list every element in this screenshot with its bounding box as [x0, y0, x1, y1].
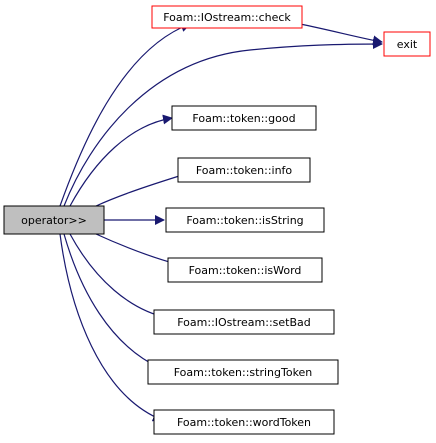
edge-operator-to-exit	[63, 39, 383, 207]
node-operator-label: operator>>	[21, 214, 87, 227]
edge-operator-to-token-stringtoken	[63, 233, 161, 369]
node-token-wordtoken-label: Foam::token::wordToken	[177, 416, 311, 429]
node-token-good[interactable]: Foam::token::good	[171, 105, 317, 131]
node-iostream-check[interactable]: Foam::IOstream::check	[151, 5, 303, 29]
node-token-isword-label: Foam::token::isWord	[189, 264, 302, 277]
node-token-info-label: Foam::token::info	[196, 164, 293, 177]
node-operator[interactable]: operator>>	[3, 205, 105, 235]
node-token-good-label: Foam::token::good	[192, 112, 295, 125]
node-token-stringtoken[interactable]: Foam::token::stringToken	[147, 359, 339, 385]
edges	[59, 22, 383, 422]
edge-operator-to-token-wordtoken	[59, 233, 163, 422]
node-iostream-check-label: Foam::IOstream::check	[163, 11, 291, 24]
node-token-isword[interactable]: Foam::token::isWord	[167, 257, 323, 283]
node-token-isstring[interactable]: Foam::token::isString	[165, 207, 325, 233]
edge-operator-to-iostream-check	[59, 22, 191, 207]
node-token-wordtoken[interactable]: Foam::token::wordToken	[153, 409, 335, 435]
edge-operator-to-token-good	[69, 114, 173, 207]
node-token-isstring-label: Foam::token::isString	[186, 214, 303, 227]
node-exit-label: exit	[397, 38, 418, 51]
node-exit[interactable]: exit	[383, 31, 431, 57]
nodes: operator>> Foam::IOstream::check exit Fo…	[3, 5, 431, 435]
node-token-info[interactable]: Foam::token::info	[177, 157, 311, 183]
node-iostream-setbad-label: Foam::IOstream::setBad	[177, 316, 310, 329]
node-iostream-setbad[interactable]: Foam::IOstream::setBad	[153, 309, 335, 335]
node-token-stringtoken-label: Foam::token::stringToken	[174, 366, 313, 379]
edge-iostream-check-to-exit	[299, 23, 383, 46]
edge-operator-to-iostream-setbad	[69, 233, 169, 322]
edge-operator-to-token-isword	[95, 233, 181, 268]
